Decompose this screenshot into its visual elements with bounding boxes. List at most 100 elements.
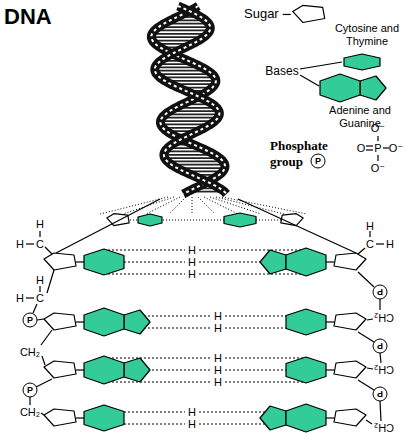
stipple-fan — [198, 197, 215, 214]
bond-line — [37, 319, 44, 320]
hydrogen-atom: H — [366, 220, 374, 233]
stipple-fan — [169, 197, 186, 214]
bases-label: Bases — [265, 65, 298, 79]
phosphate-symbol: P — [377, 287, 383, 297]
base-purine — [84, 356, 124, 384]
helix-strand — [155, 6, 227, 194]
phosphate-circle — [373, 387, 387, 401]
bond-line — [358, 272, 374, 287]
phosphate-circle — [23, 313, 37, 327]
bond-line — [41, 330, 52, 345]
hydrogen-bond: H — [214, 322, 222, 335]
bond-line — [47, 270, 54, 293]
bond-line — [366, 149, 373, 150]
base-purine — [124, 310, 150, 334]
bond-line — [358, 380, 374, 390]
hydrogen-bond: H — [214, 352, 222, 365]
double-helix — [151, 6, 226, 194]
base-purine — [124, 358, 150, 382]
bond-line — [380, 353, 381, 363]
glycosidic-bond — [76, 261, 84, 262]
glycosidic-bond — [326, 369, 334, 370]
hydrogen-bond: H — [214, 376, 222, 389]
hydrogen-atom: H — [16, 238, 24, 251]
ch2-group: CH₂ — [374, 312, 394, 325]
sugar-pentagon — [334, 313, 366, 330]
base-purine — [286, 248, 326, 276]
hydrogen-bond: H — [188, 256, 196, 269]
helix-rung — [158, 75, 214, 77]
bond-line — [366, 420, 372, 424]
glycosidic-bond — [76, 369, 84, 370]
bond-line — [300, 75, 319, 86]
legend-dash — [283, 14, 291, 15]
legend-purine — [320, 74, 360, 102]
sugar-pentagon — [44, 313, 76, 330]
phosphorus-atom: P — [374, 142, 381, 155]
bond-line — [369, 231, 370, 237]
base-purine — [260, 406, 286, 430]
backbone-line — [238, 199, 356, 253]
stipple-fan — [204, 197, 238, 214]
base-pyrimidine — [138, 214, 162, 226]
base-purine — [224, 213, 256, 227]
oxygen-atom: O⁻ — [371, 162, 385, 175]
stipple-fan — [192, 197, 193, 214]
bond-line — [358, 248, 365, 254]
sugar-pentagon — [107, 214, 129, 226]
helix-rung — [163, 115, 218, 117]
phosphate-symbol: P — [315, 156, 321, 166]
bond-line — [379, 299, 380, 310]
legend-text: Cytosine and Thymine — [325, 22, 409, 47]
hydrogen-bond: H — [188, 244, 196, 257]
bond-line — [377, 136, 378, 141]
glycosidic-bond — [76, 321, 84, 322]
title: DNA — [4, 4, 52, 29]
hydrogen-atom: H — [36, 218, 44, 231]
bond-line — [383, 147, 389, 148]
bond-line — [358, 332, 374, 342]
hydrogen-atom: H — [36, 274, 44, 287]
hydrogen-bond-dots — [199, 274, 306, 275]
phosphate-circle — [23, 383, 37, 397]
oxygen-atom: O — [357, 142, 366, 155]
bond-line — [45, 247, 52, 254]
base-pyrimidine — [84, 249, 124, 275]
phosphate-symbol: P — [27, 385, 33, 395]
phosphate-symbol: P — [377, 389, 383, 399]
stipple-fan — [216, 197, 284, 214]
base-pyrimidine — [286, 309, 326, 335]
hydrogen-atom: H — [16, 292, 24, 305]
phosphate-symbol: P — [377, 341, 383, 351]
stipple-fan — [146, 197, 180, 214]
bond-line — [33, 304, 37, 313]
sugar-pentagon — [44, 361, 76, 378]
hydrogen-bond-dots — [104, 274, 185, 275]
hydrogen-bond-dots — [199, 250, 306, 251]
phosphate-circle — [373, 339, 387, 353]
bond-line — [26, 243, 34, 244]
hydrogen-bond: H — [188, 418, 196, 431]
bond-line — [29, 397, 30, 405]
ch2-group: CH₂ — [374, 364, 394, 377]
legend-sugar — [293, 5, 325, 22]
legend-text: Sugar — [244, 7, 279, 22]
legend-pyrimidine — [344, 54, 380, 70]
phosphate-circle — [373, 285, 387, 299]
bond-line — [39, 286, 40, 292]
hydrogen-bond-dots — [225, 382, 306, 383]
bond-line — [42, 356, 45, 365]
glycosidic-bond — [326, 261, 334, 262]
base-purine — [260, 250, 286, 274]
glycosidic-bond — [326, 321, 334, 322]
hydrogen-bond: H — [188, 406, 196, 419]
hydrogen-bond-dots — [104, 358, 211, 359]
hydrogen-atom: H — [386, 238, 394, 251]
helix-strand — [155, 6, 227, 194]
base-pyrimidine — [286, 357, 326, 383]
legend-text: Phosphate group — [270, 138, 350, 171]
base-pyrimidine — [84, 405, 124, 431]
hydrogen-bond-dots — [225, 358, 306, 359]
bond-line — [367, 368, 373, 369]
oxygen-atom: O⁻ — [389, 142, 403, 155]
